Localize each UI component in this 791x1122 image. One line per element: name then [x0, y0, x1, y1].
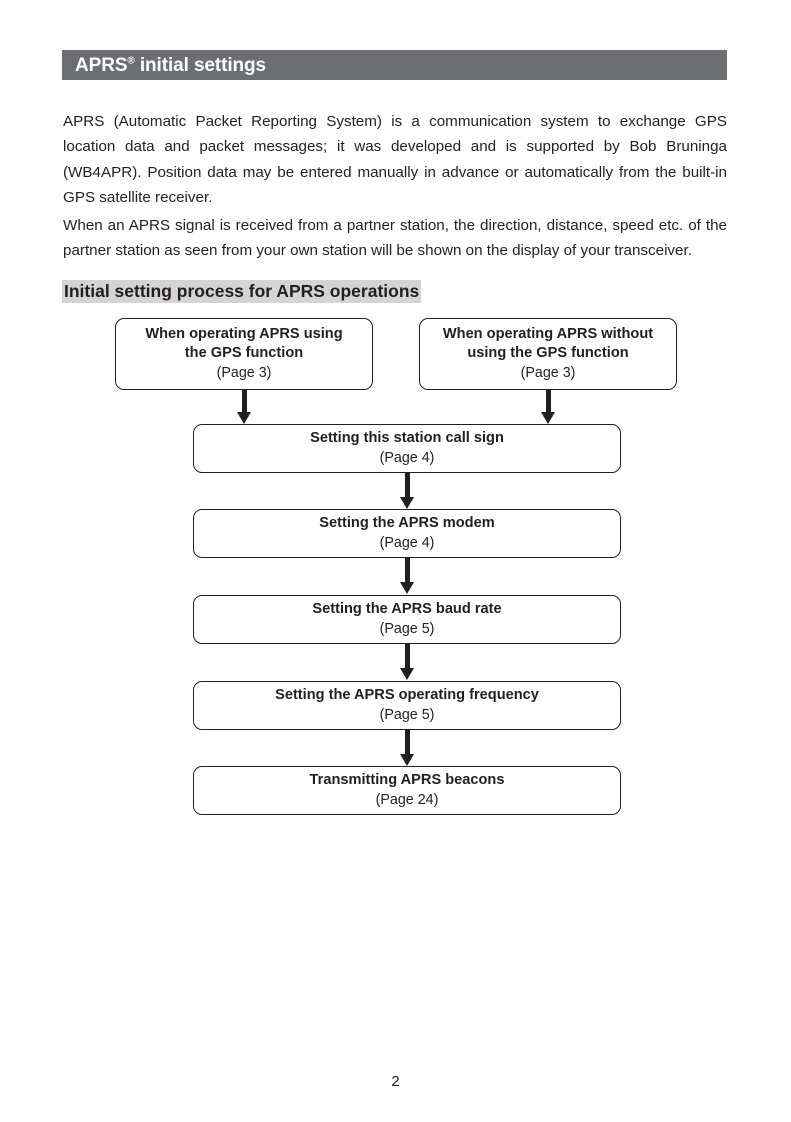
arrow-shaft: [404, 644, 410, 668]
arrow-shaft: [241, 390, 247, 412]
section-header-bar: APRS® initial settings: [62, 50, 727, 80]
flow-box-gps-with-title: When operating APRS using the GPS functi…: [145, 326, 343, 361]
flow-box-transmitting-beacons-page: (Page 24): [375, 792, 439, 808]
flow-box-baud-rate-page: (Page 5): [379, 621, 435, 637]
flow-box-gps-without-title: When operating APRS without using the GP…: [442, 326, 654, 361]
flow-box-baud-rate-title: Setting the APRS baud rate: [312, 601, 502, 617]
flow-box-transmitting-beacons: Transmitting APRS beacons (Page 24): [193, 766, 621, 815]
flow-box-operating-frequency-page: (Page 5): [379, 707, 435, 723]
page-title-rest: initial settings: [134, 54, 266, 76]
arrow-shaft: [404, 730, 410, 754]
subheading: Initial setting process for APRS operati…: [62, 280, 422, 303]
page-number: 2: [391, 1073, 400, 1090]
flow-box-operating-frequency-title: Setting the APRS operating frequency: [275, 687, 539, 703]
flow-box-transmitting-beacons-title: Transmitting APRS beacons: [309, 772, 505, 788]
flow-box-gps-with: When operating APRS using the GPS functi…: [115, 318, 373, 390]
page-title: APRS® initial settings: [62, 56, 266, 75]
flow-box-modem-title: Setting the APRS modem: [319, 515, 495, 531]
arrow-shaft: [404, 558, 410, 582]
arrow-head-down-icon: [400, 668, 414, 680]
arrow-head-down-icon: [400, 754, 414, 766]
arrow-head-down-icon: [237, 412, 251, 424]
page-title-main: APRS: [75, 54, 128, 76]
flow-box-call-sign-page: (Page 4): [379, 450, 435, 466]
flow-box-gps-without-page: (Page 3): [520, 365, 576, 381]
arrow-head-down-icon: [541, 412, 555, 424]
intro-paragraph-1: APRS (Automatic Packet Reporting System)…: [63, 113, 727, 207]
arrow-shaft: [545, 390, 551, 412]
subheading-container: Initial setting process for APRS operati…: [62, 280, 422, 303]
registered-trademark-icon: ®: [127, 55, 135, 67]
flow-box-gps-without: When operating APRS without using the GP…: [419, 318, 677, 390]
flow-box-baud-rate: Setting the APRS baud rate (Page 5): [193, 595, 621, 644]
intro-paragraph-2: When an APRS signal is received from a p…: [63, 217, 727, 260]
flow-box-call-sign: Setting this station call sign (Page 4): [193, 424, 621, 473]
flow-box-call-sign-title: Setting this station call sign: [310, 430, 504, 446]
flow-box-modem-page: (Page 4): [379, 535, 435, 551]
arrow-shaft: [404, 473, 410, 497]
arrow-head-down-icon: [400, 582, 414, 594]
arrow-head-down-icon: [400, 497, 414, 509]
flow-box-operating-frequency: Setting the APRS operating frequency (Pa…: [193, 681, 621, 730]
flow-box-modem: Setting the APRS modem (Page 4): [193, 509, 621, 558]
flow-box-gps-with-page: (Page 3): [216, 365, 272, 381]
